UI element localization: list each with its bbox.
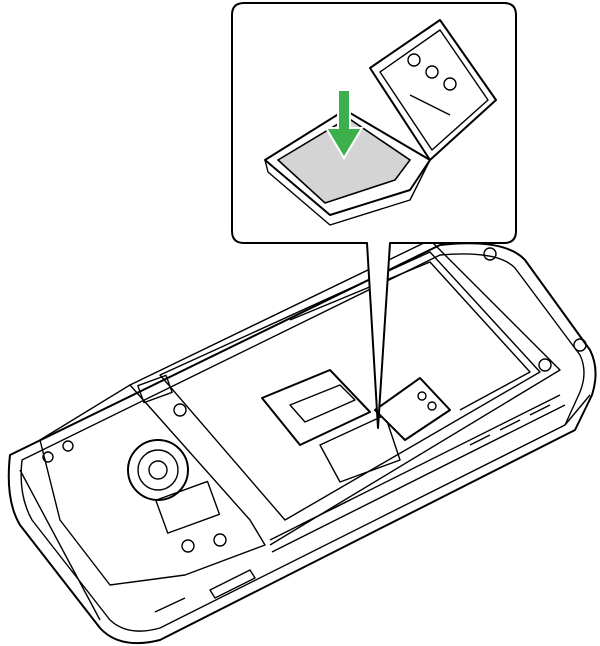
sim-tray	[261, 369, 451, 483]
sim-card-icon	[276, 117, 412, 204]
callout	[231, 2, 517, 429]
phone-body	[7, 239, 597, 645]
down-arrow-icon	[324, 89, 364, 160]
